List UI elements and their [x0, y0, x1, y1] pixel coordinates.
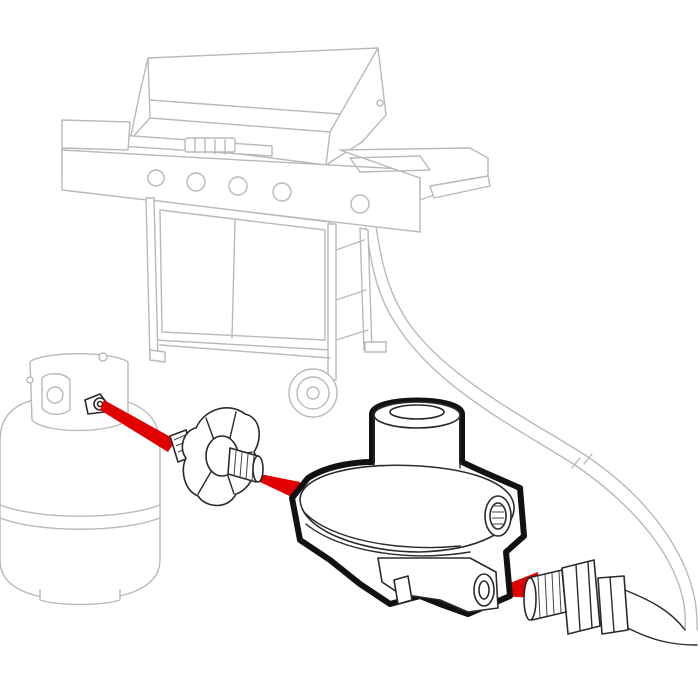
- hose-fitting-icon: [523, 559, 629, 635]
- gas-grill-icon: [61, 47, 491, 418]
- beam-tank-to-connector: [100, 400, 176, 452]
- gas-regulator-icon: [289, 397, 527, 617]
- propane-tank-icon: [0, 352, 161, 606]
- gas-hose-icon: [365, 225, 698, 646]
- tank-connector-icon: [169, 407, 264, 507]
- beam-connector-to-regulator: [260, 474, 300, 500]
